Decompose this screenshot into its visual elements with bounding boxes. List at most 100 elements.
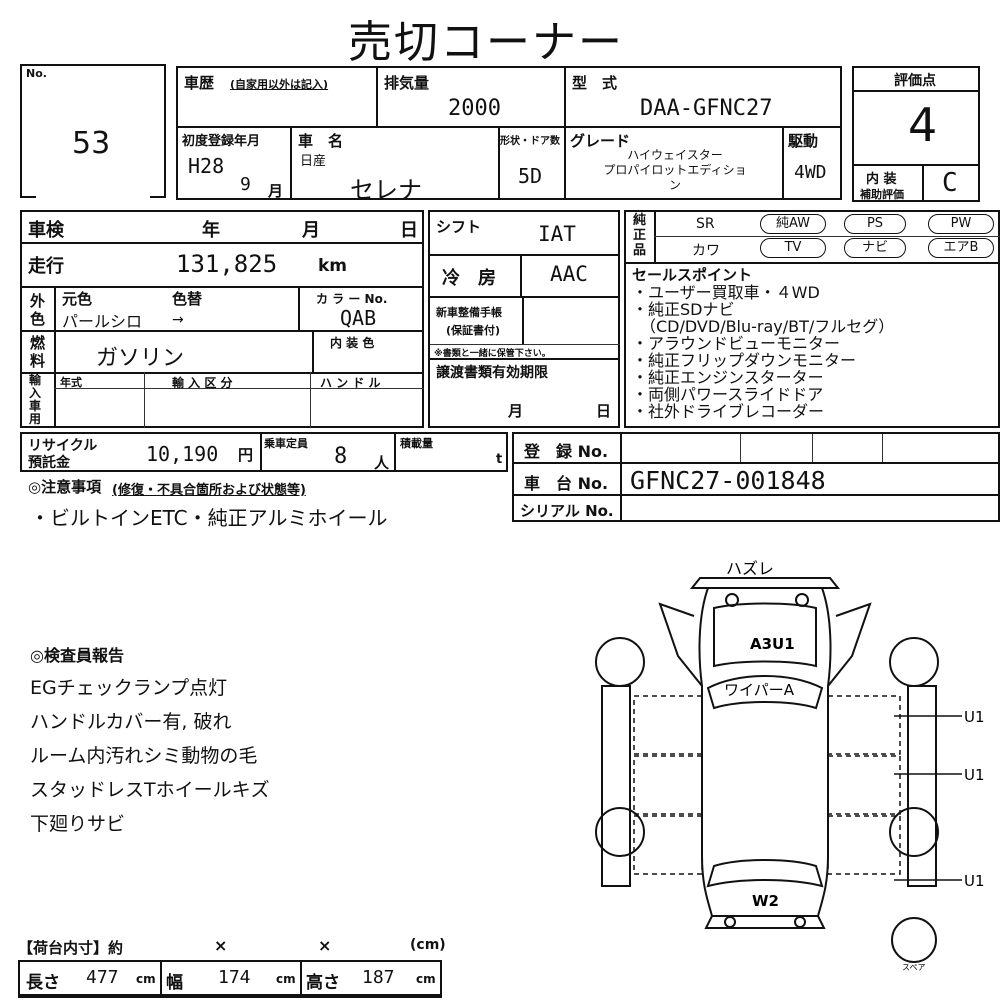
capacity-label: 乗車定員 [264,437,308,450]
recycle-label-2: 預託金 [28,455,70,471]
color-code-value: QAB [340,306,377,330]
diagram-label-spare: スペア [902,963,925,972]
details-block: 車検 年 月 日 走行 131,825 km 外 色 元色 色替 パールシロ →… [20,210,424,428]
registration-label: 登 録 No. [524,442,609,461]
caution-label: ◎注意事項 [28,478,102,496]
equipment-side: 純 正 品 [633,213,646,258]
inspector-line: ルーム内汚れシミ動物の毛 [30,745,258,767]
import-side-4: 用 [29,412,42,426]
registration-block: 登 録 No. 車 台 No. GFNC27-001848 シリアル No. [512,432,1000,522]
inspector-line: スタッドレスTホイールキズ [30,779,270,801]
load-unit: t [496,452,503,467]
sales-point-item: ・純正フリップダウンモニター [632,351,857,370]
transfer-doc-month: 月 [508,402,524,420]
sales-point-item: （CD/DVD/Blu-ray/BT/フルセグ） [640,317,895,336]
load-label: 積載量 [400,437,433,450]
fuel-value: ガソリン [96,346,185,371]
import-side-2: 入 [29,386,42,400]
model-value: DAA-GFNC27 [640,96,773,121]
inspection-day: 日 [400,220,418,241]
grade-value: ハイウェイスター プロパイロットエディショ ン [570,148,780,193]
cargo-x-1: × [214,936,228,955]
mileage-label: 走行 [28,256,64,277]
transfer-doc-label: 譲渡書類有効期限 [436,365,548,381]
grade-line-2: プロパイロットエディショ [603,163,747,177]
color-side-1: 外 [30,292,46,310]
equip-power-steering: PS [844,214,906,234]
cargo-length-label: 長さ [26,973,60,993]
import-side-3: 車 [29,399,42,413]
lot-number: 53 [72,126,111,161]
diagram-label-hood: A3U1 [750,635,795,653]
cargo-height: 187 [362,967,395,988]
import-category-label: 輸 入 区 分 [172,376,233,390]
diagram-label-side-2: U1 [964,766,985,784]
equip-airbag: エアB [928,238,994,258]
chassis-value: GFNC27-001848 [630,466,826,495]
recycle-unit: 円 [238,446,254,464]
color-side-2: 色 [30,310,46,328]
sales-point-item: ・純正SDナビ [632,300,735,319]
recycle-label-1: リサイクル [28,438,98,454]
car-name-value: セレナ [350,176,422,204]
inspection-month: 月 [302,220,320,241]
vehicle-info-block: 車歴 (自家用以外は記入) 排気量 2000 型 式 DAA-GFNC27 初度… [176,66,842,204]
cargo-width: 174 [218,967,251,988]
history-label: 車歴 [184,74,215,92]
car-name-label: 車 名 [298,132,344,150]
inspector-label: ◎検査員報告 [30,646,124,665]
equip-leather: カワ [692,243,720,259]
equip-tv: TV [760,238,826,258]
doors-label: 形状・ドア数 [500,136,560,147]
fuel-side-1: 燃 [30,334,46,352]
cargo-label: 【荷台内寸】約 [18,939,124,957]
cargo-length: 477 [86,967,119,988]
first-reg-month-unit: 月 [268,182,284,200]
equip-alloy-wheels: 純AW [760,214,826,234]
grade-line-1: ハイウェイスター [627,148,723,162]
diagram-label-side-3: U1 [964,872,985,890]
equipment-side-1: 純 [633,213,647,228]
shift-label: シフト [436,218,482,236]
cargo-length-cm: cm [136,972,156,986]
model-label: 型 式 [572,74,618,92]
displacement-value: 2000 [448,96,501,121]
equip-sr: SR [696,216,715,232]
sales-points-label: セールスポイント [632,266,753,284]
recycle-block: リサイクル 預託金 10,190 円 乗車定員 8 人 積載量 t [20,432,508,472]
equipment-side-2: 正 [633,228,647,243]
sales-block: 純 正 品 SR 純AW PS PW カワ TV ナビ エアB セールスポイント… [624,210,1000,428]
ac-value: AAC [550,262,588,286]
interior-label-1: 内 装 [866,172,897,187]
recycle-value: 10,190 [146,442,219,466]
cargo-x-2: × [318,936,332,955]
history-sub: (自家用以外は記入) [230,78,329,91]
import-year-label: 年式 [60,376,82,389]
inspector-line: ハンドルカバー有, 破れ [30,711,232,733]
caution-text: ・ビルトインETC・純正アルミホイール [30,506,388,530]
interior-label-2: 補助評価 [860,188,904,201]
mileage-unit: km [318,256,348,276]
import-side: 輸 入 車 用 [29,374,41,426]
diagram-label-top: ハズレ [726,559,774,578]
color-arrow: → [172,312,184,328]
cargo-box: 長さ 477 cm 幅 174 cm 高さ 187 cm [18,960,442,998]
diagram-label-rear: W2 [752,892,779,910]
cargo-unit: (cm) [410,937,446,953]
fuel-side-2: 料 [30,352,46,370]
equipment-side-3: 品 [633,243,647,258]
transfer-doc-day: 日 [596,402,612,420]
equip-power-windows: PW [928,214,994,234]
first-reg-year: H28 [188,154,225,178]
new-car-doc-line-1: 新車整備手帳 [436,306,502,319]
interior-score: C [942,168,958,198]
displacement-label: 排気量 [384,74,430,92]
cargo-height-label: 高さ [306,973,340,993]
caution-sub: (修復・不具合箇所および状態等) [112,483,306,498]
car-maker: 日産 [300,154,327,169]
first-reg-month: 9 [240,174,251,195]
score-label: 評価点 [894,73,936,89]
sales-point-item: ・両側パワースライドドア [632,385,824,404]
sales-point-item: ・ユーザー買取車・４WD [632,283,820,302]
equipment-block: シフト IAT 冷 房 AAC 新車整備手帳 (保証書付) ※書類と一緒に保管下… [428,210,620,428]
